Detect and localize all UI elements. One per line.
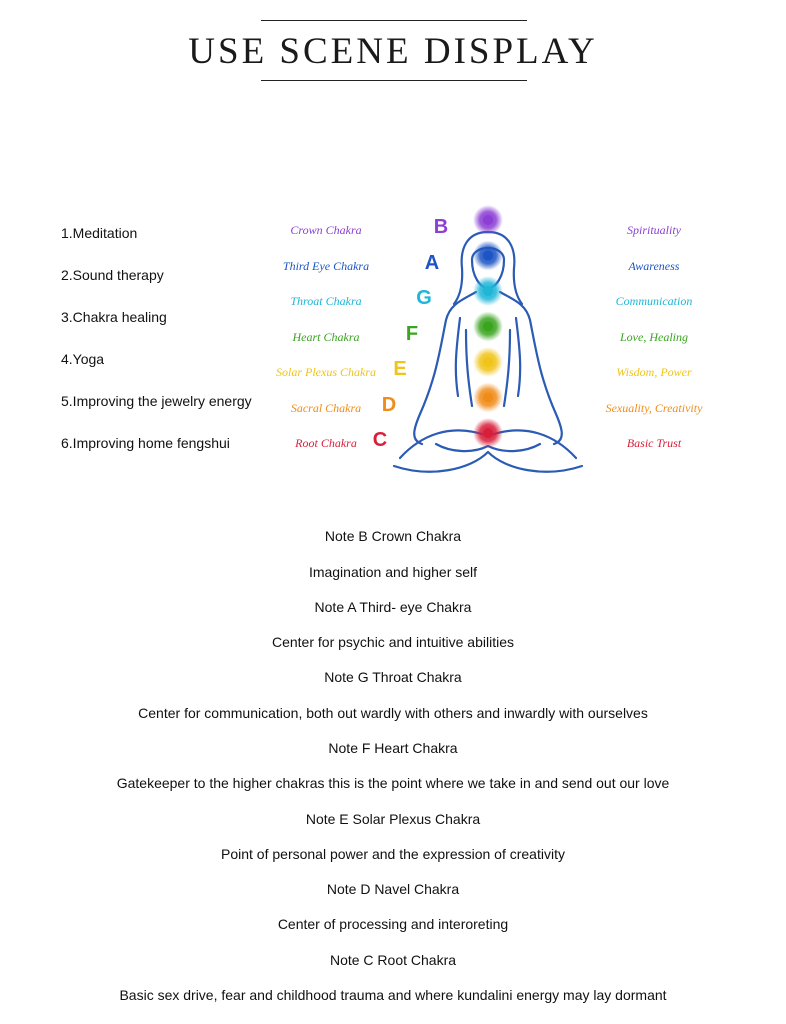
- note-title: Note D Navel Chakra: [326, 881, 460, 897]
- note-title: Note G Throat Chakra: [324, 669, 462, 685]
- note-letter: F: [405, 322, 419, 345]
- chakra-quality-label: Communication: [615, 294, 693, 308]
- chakra-quality-label: Spirituality: [627, 223, 681, 237]
- note-title: Note C Root Chakra: [329, 952, 457, 968]
- title-rule-bottom: [261, 80, 527, 81]
- chakra-name-label: Heart Chakra: [292, 329, 360, 344]
- use-list: 1.Meditation 2.Sound therapy 3.Chakra he…: [61, 224, 252, 476]
- use-item: 4.Yoga: [61, 351, 105, 367]
- note-desc: Center for communication, both out wardl…: [138, 705, 648, 721]
- note-desc: Gatekeeper to the higher chakras this is…: [116, 775, 670, 791]
- note-desc: Point of personal power and the expressi…: [221, 846, 565, 862]
- chakra-name-label: Root Chakra: [295, 436, 357, 450]
- use-item: 3.Chakra healing: [61, 309, 167, 325]
- use-item: 2.Sound therapy: [61, 267, 164, 283]
- note-letter: C: [372, 429, 388, 451]
- use-item: 5.Improving the jewelry energy: [61, 393, 252, 409]
- chakra-name-label: Throat Chakra: [290, 294, 362, 308]
- note-desc: Imagination and higher self: [308, 564, 478, 580]
- note-title: Note B Crown Chakra: [324, 528, 462, 544]
- chakra-quality-label: Wisdom, Power: [616, 365, 692, 379]
- chakra-name-label: Crown Chakra: [290, 223, 362, 237]
- use-item: 6.Improving home fengshui: [61, 435, 230, 451]
- note-letter: A: [424, 251, 440, 274]
- chakra-name-label: Third Eye Chakra: [282, 258, 370, 273]
- note-letter: G: [416, 287, 432, 309]
- title-rule-top: [261, 20, 527, 21]
- use-item: 1.Meditation: [61, 225, 138, 241]
- chakra-quality-label: Sexuality, Creativity: [605, 400, 703, 415]
- note-desc: Center of processing and interoreting: [277, 916, 509, 932]
- note-letter: B: [433, 216, 449, 238]
- note-title: Note E Solar Plexus Chakra: [305, 811, 481, 827]
- chakra-name-label: Sacral Chakra: [290, 400, 362, 415]
- note-letter: E: [393, 358, 407, 380]
- chakra-quality-label: Awareness: [628, 258, 680, 273]
- page-title: USE SCENE DISPLAY: [188, 31, 598, 72]
- chakra-quality-label: Basic Trust: [626, 436, 682, 450]
- note-desc: Basic sex drive, fear and childhood trau…: [119, 987, 667, 1003]
- note-desc: Center for psychic and intuitive abiliti…: [271, 634, 514, 650]
- note-title: Note F Heart Chakra: [328, 740, 458, 756]
- note-title: Note A Third- eye Chakra: [314, 599, 472, 615]
- chakra-quality-label: Love, Healing: [620, 329, 688, 344]
- chakra-name-label: Solar Plexus Chakra: [276, 365, 376, 379]
- note-letter: D: [381, 393, 397, 416]
